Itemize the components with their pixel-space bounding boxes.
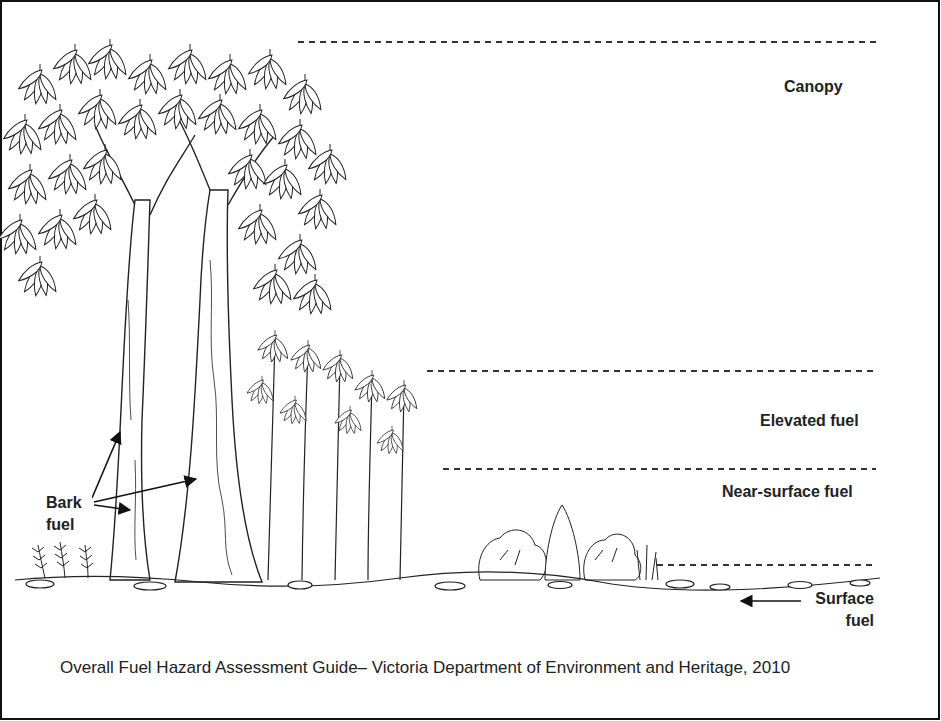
layer-label: Surface fuel [808, 588, 874, 631]
part-label: Bark fuel [46, 492, 92, 535]
layer-label: Canopy [784, 76, 843, 98]
layer-label: Elevated fuel [760, 410, 859, 432]
figure-caption: Overall Fuel Hazard Assessment Guide– Vi… [60, 658, 790, 678]
layer-label: Near-surface fuel [722, 481, 853, 503]
